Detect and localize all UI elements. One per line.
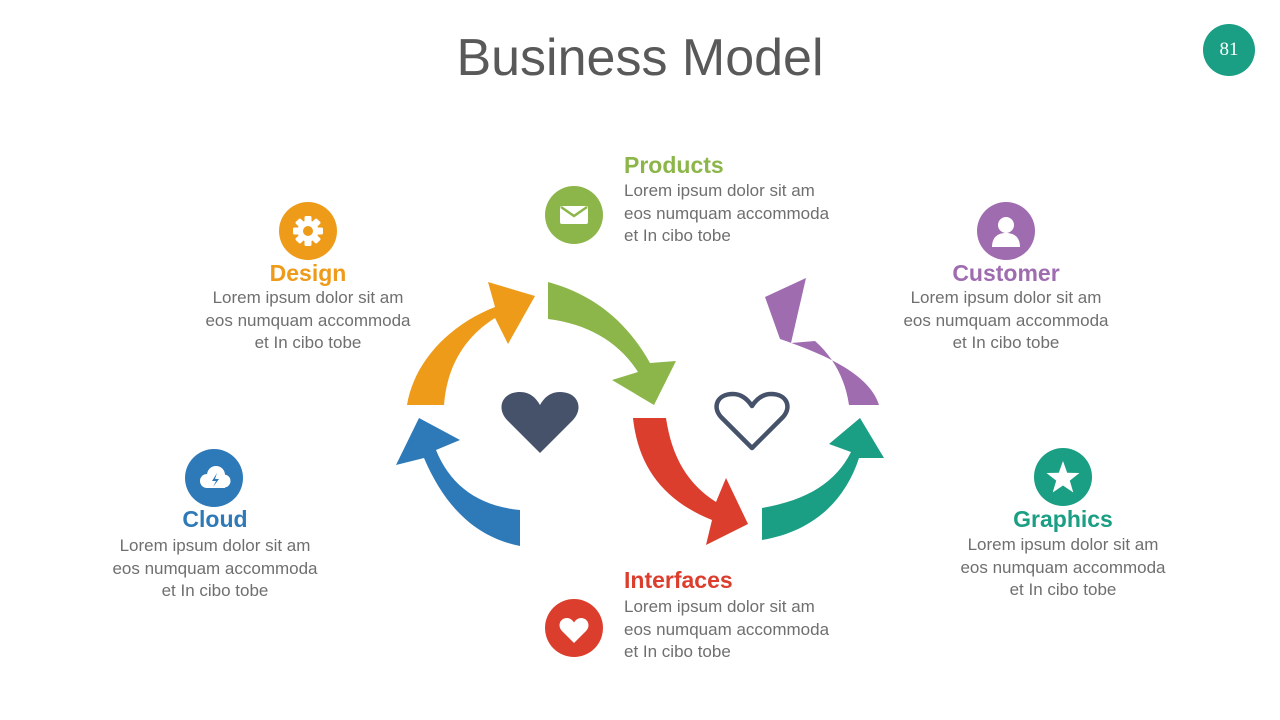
customer-arrow — [765, 278, 879, 405]
graphics-line-2: eos numquam accommoda — [960, 557, 1166, 577]
cloud-line-2: eos numquam accommoda — [112, 558, 318, 578]
cloud-line-3: et In cibo tobe — [161, 581, 269, 600]
graphics-arrow — [762, 418, 884, 540]
products-text: Lorem ipsum dolor sit am eos numquam acc… — [624, 180, 829, 248]
cloud-line-1: Lorem ipsum dolor sit am — [119, 536, 311, 555]
graphics-line-3: et In cibo tobe — [1009, 580, 1117, 599]
graphics-text: Lorem ipsum dolor sit am eos numquam acc… — [952, 534, 1174, 602]
interfaces-text: Lorem ipsum dolor sit am eos numquam acc… — [624, 596, 829, 664]
products-line-1: Lorem ipsum dolor sit am — [624, 181, 815, 200]
heart-icon — [559, 618, 589, 643]
interfaces-line-3: et In cibo tobe — [624, 642, 731, 661]
design-icon-circle — [279, 202, 337, 260]
customer-line-1: Lorem ipsum dolor sit am — [910, 288, 1102, 307]
products-heading: Products — [624, 152, 724, 178]
heart-outline-icon — [714, 391, 790, 451]
interfaces-heading: Interfaces — [624, 567, 733, 593]
products-icon-circle — [545, 186, 603, 244]
customer-line-2: eos numquam accommoda — [903, 310, 1109, 330]
design-heading: Design — [269, 260, 347, 286]
interfaces-icon-circle — [545, 599, 603, 657]
user-icon — [992, 217, 1020, 247]
graphics-icon-circle — [1034, 448, 1092, 506]
graphics-line-1: Lorem ipsum dolor sit am — [967, 535, 1159, 554]
interfaces-arrow — [633, 418, 748, 545]
design-line-2: eos numquam accommoda — [205, 310, 411, 330]
heart-filled-icon — [501, 392, 579, 453]
design-text: Lorem ipsum dolor sit am eos numquam acc… — [197, 287, 419, 355]
products-line-3: et In cibo tobe — [624, 226, 731, 245]
design-line-3: et In cibo tobe — [254, 333, 362, 352]
cloud-icon-circle — [185, 449, 243, 507]
interfaces-line-1: Lorem ipsum dolor sit am — [624, 597, 815, 616]
gear-icon — [293, 216, 323, 246]
cloud-icon — [200, 466, 231, 488]
products-arrow — [548, 282, 676, 405]
customer-text: Lorem ipsum dolor sit am eos numquam acc… — [895, 287, 1117, 355]
products-line-2: eos numquam accommoda — [624, 203, 830, 223]
envelope-icon — [560, 205, 588, 224]
page-title: Business Model — [456, 29, 824, 87]
graphics-heading: Graphics — [1013, 506, 1113, 532]
design-line-1: Lorem ipsum dolor sit am — [212, 288, 404, 307]
page-number-badge: 81 — [1203, 24, 1255, 76]
cloud-text: Lorem ipsum dolor sit am eos numquam acc… — [104, 535, 326, 603]
cloud-heading: Cloud — [182, 506, 248, 532]
interfaces-line-2: eos numquam accommoda — [624, 619, 830, 639]
cloud-arrow — [396, 418, 520, 546]
star-icon — [1046, 461, 1080, 493]
customer-line-3: et In cibo tobe — [952, 333, 1060, 352]
customer-icon-circle — [977, 202, 1035, 260]
customer-heading: Customer — [952, 260, 1060, 286]
design-arrow — [407, 282, 535, 405]
